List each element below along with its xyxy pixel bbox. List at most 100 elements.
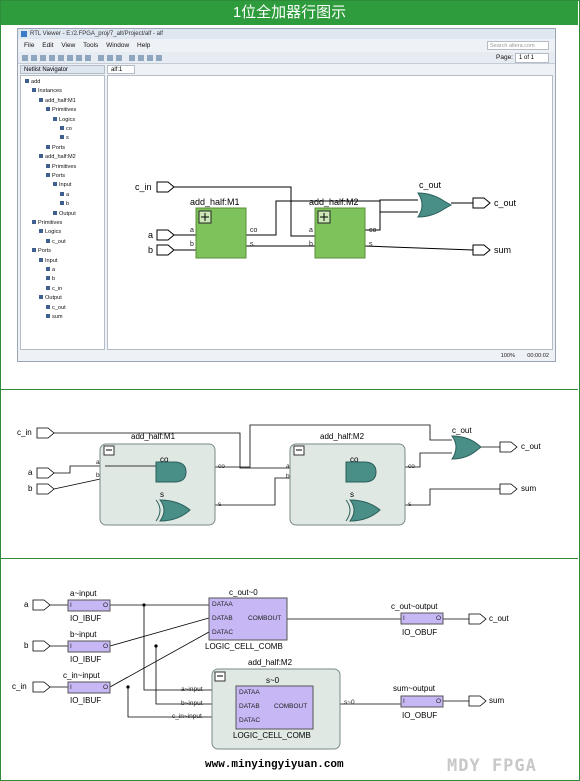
page-select[interactable]: 1 of 1 — [515, 53, 549, 63]
tree-item[interactable]: b — [46, 276, 55, 283]
rtl-viewer-window: RTL Viewer - E:/2.FPGA_proj/7_alt/Projec… — [17, 28, 556, 362]
brand-logo: MDY FPGA — [447, 756, 537, 776]
tech-obuf-sum-pin-o: O — [436, 698, 442, 705]
tree-item[interactable]: s — [60, 135, 69, 142]
menu-help[interactable]: Help — [137, 42, 151, 49]
tech-s0-datac: DATAC — [239, 717, 261, 724]
rtl-m2-title: add_half:M2 — [309, 197, 359, 207]
gate-c-out-label: c_out — [521, 442, 541, 451]
menu-view[interactable]: View — [61, 42, 76, 49]
gate-m2-s: s — [350, 490, 354, 499]
gate-block-m2 — [289, 443, 406, 526]
tech-ibuf-a: IO_IBUF — [70, 614, 102, 623]
page-label: Page: — [496, 54, 513, 61]
tech-ibuf-c-pin-i: I — [70, 684, 72, 691]
menu-file[interactable]: File — [24, 42, 35, 49]
tech-b-input: b~input — [70, 630, 97, 639]
zoom-in-icon[interactable] — [67, 55, 73, 61]
tech-c-in-input: c_in~input — [63, 671, 100, 680]
zoom-level: 100% — [500, 353, 515, 359]
settings-icon[interactable] — [147, 55, 153, 61]
rtl-m2-pin-b: b — [309, 241, 313, 248]
tree-item[interactable]: add_half:M1 — [39, 98, 76, 105]
tree-item[interactable]: add — [25, 79, 40, 86]
tree-item[interactable]: c_in — [46, 286, 62, 293]
save-icon[interactable] — [49, 55, 55, 61]
tree-item[interactable]: Instances — [32, 88, 62, 95]
tech-ibuf-c: IO_IBUF — [70, 696, 102, 705]
search-input[interactable]: Search altera.com — [487, 41, 549, 50]
tree-item[interactable]: Logics — [39, 229, 61, 236]
tree-item[interactable]: Primitives — [46, 107, 76, 114]
rtl-cout-gate-label: c_out — [419, 180, 442, 190]
tree-item[interactable]: Logics — [53, 117, 75, 124]
rtl-m1-pin-co: co — [250, 227, 258, 234]
open-icon[interactable] — [40, 55, 46, 61]
rtl-m2-pin-s: s — [369, 241, 373, 248]
filter-icon[interactable] — [129, 55, 135, 61]
window-titlebar: RTL Viewer - E:/2.FPGA_proj/7_alt/Projec… — [18, 29, 555, 39]
rtl-m2-pin-a: a — [309, 227, 313, 234]
watermark-url: www.minyingyiyuan.com — [205, 759, 344, 771]
tree-item[interactable]: Input — [53, 182, 71, 189]
menu-edit[interactable]: Edit — [42, 42, 54, 49]
rtl-c-out-label: c_out — [494, 198, 517, 208]
gate-b-label: b — [28, 484, 33, 493]
netlist-icon[interactable] — [156, 55, 162, 61]
tech-cout0-datac: DATAC — [212, 629, 234, 636]
tech-cout0-combout: COMBOUT — [248, 615, 282, 622]
tree-item[interactable]: a — [46, 267, 55, 274]
print-icon[interactable] — [58, 55, 64, 61]
tech-cout-output: c_out~output — [391, 602, 438, 611]
tree-item[interactable]: Ports — [46, 145, 65, 152]
section-divider — [1, 389, 578, 390]
back-icon[interactable] — [22, 55, 28, 61]
tech-obuf-cout: IO_OBUF — [402, 628, 438, 637]
tree-item[interactable]: add_half:M2 — [39, 154, 76, 161]
elapsed-time: 00:00:02 — [527, 353, 549, 359]
gate-m1-pin-co: co — [218, 463, 225, 470]
tech-sum-output: sum~output — [393, 684, 436, 693]
tech-s0-datab: DATAB — [239, 703, 260, 710]
menu-tools[interactable]: Tools — [83, 42, 99, 49]
tree-item[interactable]: Primitives — [46, 164, 76, 171]
rtl-sum-label: sum — [494, 245, 512, 255]
tree-item[interactable]: b — [60, 201, 69, 208]
tree-item[interactable]: c_out — [46, 305, 66, 312]
gate-m2-pin-a: a — [286, 463, 290, 470]
rtl-m1-pin-b: b — [190, 241, 194, 248]
tech-m2-c-in-input-pin: c_in~input — [172, 713, 202, 720]
select-icon[interactable] — [98, 55, 104, 61]
zoom-out-icon[interactable] — [76, 55, 82, 61]
gate-m2-title: add_half:M2 — [320, 432, 365, 441]
tree-item[interactable]: sum — [46, 314, 63, 321]
gate-a-label: a — [28, 468, 33, 477]
tree-item[interactable]: Primitives — [32, 220, 62, 227]
forward-icon[interactable] — [31, 55, 37, 61]
tech-ibuf-c-pin-o: O — [103, 684, 109, 691]
gate-cout-gate-label: c_out — [452, 426, 472, 435]
tree-item[interactable]: Input — [39, 258, 57, 265]
tree-item[interactable]: Ports — [46, 173, 65, 180]
rtl-m1-pin-s: s — [250, 241, 254, 248]
tree-item[interactable]: a — [60, 192, 69, 199]
rtl-b-label: b — [148, 245, 154, 255]
fit-icon[interactable] — [85, 55, 91, 61]
tree-item[interactable]: Output — [53, 211, 76, 218]
tab-alf[interactable]: alf:1 — [107, 65, 135, 74]
hand-icon[interactable] — [107, 55, 113, 61]
gate-c-in-label: c_in — [17, 428, 32, 437]
tree-item[interactable]: Output — [39, 295, 62, 302]
tree-item[interactable]: Ports — [32, 248, 51, 255]
menu-window[interactable]: Window — [106, 42, 130, 49]
tech-a-label: a — [24, 600, 29, 609]
gate-m2-co: co — [350, 455, 359, 464]
tech-cell-cout0 — [208, 597, 288, 641]
tech-m2-title: add_half:M2 — [248, 658, 293, 667]
hierarchy-up-icon[interactable] — [138, 55, 144, 61]
find-icon[interactable] — [116, 55, 122, 61]
tech-s0-combout: COMBOUT — [274, 703, 308, 710]
tech-c-in-label: c_in — [12, 682, 27, 691]
tree-item[interactable]: c_out — [46, 239, 66, 246]
tree-item[interactable]: co — [60, 126, 72, 133]
